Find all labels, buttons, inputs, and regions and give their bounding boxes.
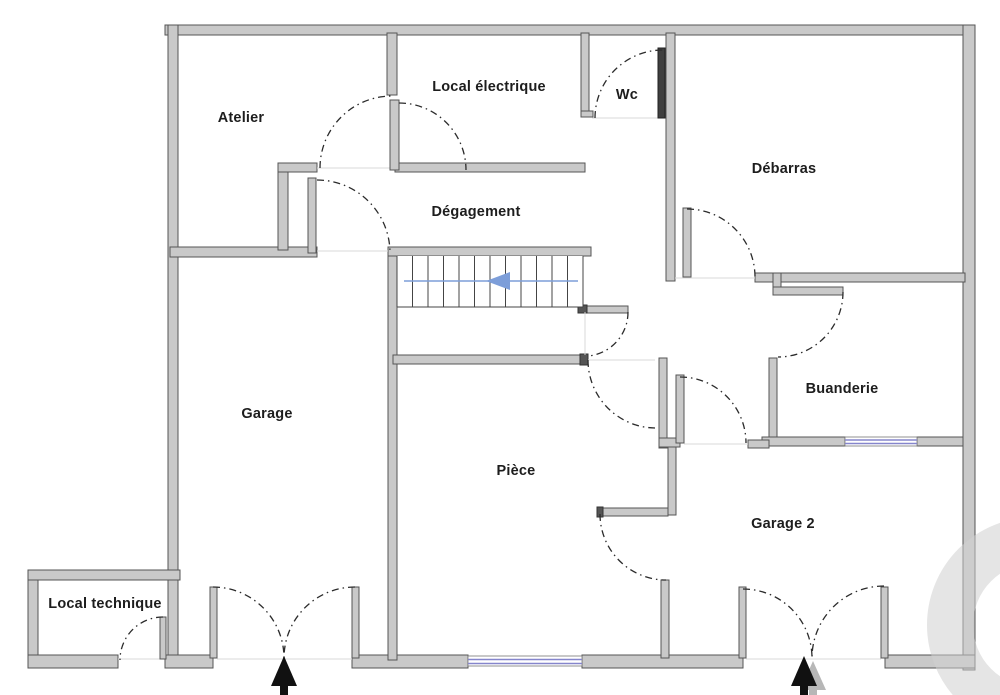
wall-pocket-vertical — [277, 162, 289, 251]
watermark-logo — [927, 522, 1000, 695]
wall-buanderie-bottom-left — [761, 436, 846, 447]
wall-atelier-localelec-divider — [386, 32, 398, 96]
room-label-wc: Wc — [616, 87, 638, 103]
arrow-head — [271, 656, 297, 686]
wall-debarras-bottom — [754, 272, 966, 283]
room-label-piece: Pièce — [497, 463, 536, 479]
wall-piece-door-leaf-wall — [599, 507, 669, 517]
wall-localelec-wc-divider — [580, 32, 590, 118]
wall-localtechnique-bottom — [27, 654, 119, 669]
room-labels-group: Atelier Local électrique Wc Débarras Dég… — [48, 79, 878, 612]
wall-piece-right-mid — [667, 446, 677, 516]
door-swing-arc-buanderie — [777, 291, 844, 358]
door-swing-arc-understair — [587, 311, 629, 357]
door-leaf-buanderie — [772, 286, 844, 296]
door-leaf-garage2-hall — [675, 374, 685, 444]
watermark-ring — [927, 522, 1000, 695]
staircase — [396, 256, 584, 308]
wall-bottom-segment — [164, 654, 214, 669]
wall-piece-top — [392, 354, 589, 365]
room-label-degagement: Dégagement — [431, 204, 520, 220]
room-label-garage: Garage — [241, 406, 292, 422]
door-swing-arc-atelier — [319, 95, 393, 169]
door-leaf-garage-right — [351, 586, 360, 659]
door-swing-arc-garage-door-left — [212, 586, 285, 659]
wall-piece-right-upper — [658, 357, 668, 449]
window-glass-lines — [468, 658, 582, 665]
wall-localtechnique-left — [27, 569, 39, 669]
door-leaves-group — [159, 47, 889, 660]
wall-atelier-bottom — [169, 246, 318, 258]
door-swing-arc-wc — [594, 49, 664, 119]
door-swing-arc-garage-door-right — [283, 586, 356, 659]
door-swing-arc-piece-lower — [599, 513, 667, 581]
wall-localtechnique-top — [27, 569, 181, 581]
door-leaf-garage2-left — [738, 586, 747, 659]
room-label-debarras: Débarras — [752, 161, 816, 177]
door-swing-arc-localtechnique — [119, 616, 164, 661]
door-leaf-garage-hall — [307, 177, 317, 254]
door-leaf-localtechnique — [159, 616, 167, 660]
wall-stairwell-top — [387, 246, 592, 257]
wall-understair-leaf — [586, 305, 629, 314]
wall-wc-notch — [580, 110, 594, 118]
window-glass-lines — [845, 439, 917, 445]
wall-exterior-top — [164, 24, 976, 36]
arrow-stem-shadow — [809, 688, 817, 695]
room-label-garage2: Garage 2 — [751, 516, 815, 532]
window-buanderie-south — [844, 436, 918, 447]
door-swing-arc-piece-entry — [587, 359, 656, 429]
door-swing-arc-garage2-door-right — [811, 585, 885, 659]
wall-localelec-bottom — [394, 162, 586, 173]
door-swing-arc-garage2-hall — [679, 376, 747, 444]
window-frame — [467, 655, 583, 667]
door-arcs-group — [119, 49, 885, 661]
entrance-arrow-garage2-icon — [791, 656, 817, 695]
wall-bottom-segment — [351, 654, 469, 669]
wall-pocket-cap — [277, 162, 318, 173]
arrow-head — [791, 656, 817, 686]
door-leaf-garage2-right — [880, 586, 889, 659]
wall-garage-right — [387, 246, 398, 661]
wall-piece-right-lower — [660, 579, 670, 659]
room-label-local-electrique: Local électrique — [432, 79, 546, 95]
wall-buanderie-left — [768, 357, 778, 446]
stair-direction-arrow-icon — [486, 272, 510, 290]
door-leaf-garage-left — [209, 586, 218, 659]
door-leaf-debarras — [682, 207, 692, 278]
wall-piece-top-cap — [579, 353, 589, 366]
room-label-local-technique: Local technique — [48, 596, 161, 612]
wall-buanderie-bottom-right — [916, 436, 964, 447]
wall-wc-debarras-divider — [665, 32, 676, 282]
window-piece-south — [467, 655, 583, 667]
door-leaf-atelier-localelec — [389, 99, 400, 171]
wall-hall-stub — [747, 439, 770, 449]
arrow-stem — [800, 684, 808, 695]
window-frame — [844, 436, 918, 447]
door-swing-arc-garage-hall — [316, 179, 391, 254]
opening-threshold-lines — [118, 117, 881, 660]
room-label-buanderie: Buanderie — [806, 381, 879, 397]
door-swing-arc-debarras — [686, 208, 756, 278]
arrow-stem — [280, 684, 288, 695]
entrance-arrow-garage-icon — [271, 656, 297, 695]
door-swing-arc-garage2-door-left — [742, 588, 813, 659]
room-label-atelier: Atelier — [218, 110, 265, 126]
walls-group — [27, 24, 976, 671]
door-swing-arc-localelec — [398, 102, 467, 171]
door-leaf-wc — [657, 47, 666, 119]
